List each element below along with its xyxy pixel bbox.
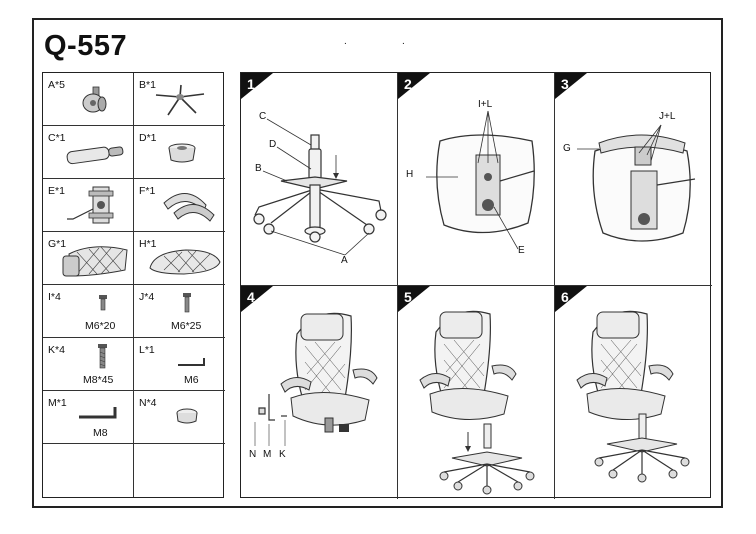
dot-mark: . [344, 36, 347, 47]
part-cell-n: N*4 [134, 391, 225, 444]
step-number: 1 [247, 76, 255, 92]
bolt-short-icon [99, 295, 107, 311]
part-cell-h: H*1 [134, 232, 225, 285]
step-2-illustration [426, 110, 535, 250]
part-cell-i: I*4 M6*20 [43, 285, 134, 338]
step-2: 2 I+L H E [398, 73, 555, 286]
part-size: M8*45 [83, 374, 114, 386]
step-callout: D [269, 139, 277, 150]
tilt-mechanism-icon [67, 186, 114, 224]
allen-key-small-icon [178, 358, 205, 366]
step-3-illustration [577, 124, 696, 242]
cylinder-cover-icon [168, 143, 196, 163]
step-number-badge [398, 286, 430, 312]
caster-wheel-icon [82, 86, 107, 113]
part-label: I*4 [48, 291, 61, 303]
star-base-icon [155, 84, 205, 116]
step-number: 4 [247, 289, 255, 305]
part-label: J*4 [139, 291, 155, 303]
step-callout: M [263, 449, 272, 460]
part-label: L*1 [139, 344, 155, 356]
part-label: E*1 [48, 185, 65, 197]
seat-cushion-icon [149, 249, 221, 275]
part-cell-e: E*1 [43, 179, 134, 232]
step-callout: N [249, 449, 257, 460]
part-cell-empty [134, 444, 225, 497]
part-cell-m: M*1 M8 [43, 391, 134, 444]
instruction-sheet-frame [32, 18, 723, 508]
part-size: M6 [184, 374, 199, 386]
part-label: K*4 [48, 344, 65, 356]
part-cell-g: G*1 [43, 232, 134, 285]
step-5-illustration [419, 310, 535, 495]
part-cell-empty [43, 444, 134, 497]
part-cell-f: F*1 [134, 179, 225, 232]
part-cell-l: L*1 M6 [134, 338, 225, 391]
part-label: B*1 [139, 79, 156, 91]
model-title: Q-557 [44, 30, 128, 62]
step-6-illustration [576, 310, 690, 483]
assembly-steps: 1 [240, 72, 712, 499]
step-1: 1 [241, 73, 398, 286]
part-cell-c: C*1 [43, 126, 134, 179]
step-callout: A [341, 255, 348, 266]
part-size: M6*20 [85, 320, 116, 332]
part-cell-k: K*4 M8*45 [43, 338, 134, 391]
step-callout: G [563, 143, 571, 154]
part-label: D*1 [139, 132, 157, 144]
part-label: M*1 [48, 397, 67, 409]
part-label: C*1 [48, 132, 66, 144]
step-number-badge [555, 73, 587, 99]
backrest-icon [62, 246, 128, 277]
part-label: A*5 [48, 79, 65, 91]
step-number-badge [555, 286, 587, 312]
part-cell-j: J*4 M6*25 [134, 285, 225, 338]
part-label: N*4 [139, 397, 157, 409]
step-callout: C [259, 111, 267, 122]
step-callout: I+L [478, 99, 493, 110]
step-3: 3 J+L G [555, 73, 712, 286]
armrest-icon [163, 193, 215, 222]
step-callout: B [255, 163, 262, 174]
part-label: H*1 [139, 238, 157, 250]
step-number-badge [398, 73, 430, 99]
part-cell-d: D*1 [134, 126, 225, 179]
step-5: 5 [398, 286, 555, 499]
parts-list: A*5 B*1 C*1 D*1 [42, 72, 225, 498]
part-cell-b: B*1 [134, 73, 225, 126]
step-callout: H [406, 169, 414, 180]
step-callout: K [279, 449, 286, 460]
bolt-long-icon [98, 344, 107, 369]
step-4: 4 [241, 286, 398, 499]
step-number-badge [241, 73, 273, 99]
part-label: F*1 [139, 185, 156, 197]
step-number: 6 [561, 289, 569, 305]
part-cell-a: A*5 [43, 73, 134, 126]
cap-icon [176, 408, 198, 424]
step-callout: J+L [659, 111, 676, 122]
step-1-illustration [253, 118, 387, 256]
bolt-medium-icon [183, 293, 191, 313]
step-6: 6 [555, 286, 712, 499]
step-number: 2 [404, 76, 412, 92]
step-callout: E [518, 245, 525, 256]
step-number: 3 [561, 76, 569, 92]
gas-cylinder-icon [66, 146, 124, 165]
step-number: 5 [404, 289, 412, 305]
allen-key-large-icon [79, 407, 117, 419]
step-4-illustration [254, 312, 378, 446]
part-size: M8 [93, 427, 108, 439]
part-size: M6*25 [171, 320, 202, 332]
dot-mark: . [402, 36, 405, 47]
step-number-badge [241, 286, 273, 312]
part-label: G*1 [48, 238, 67, 250]
